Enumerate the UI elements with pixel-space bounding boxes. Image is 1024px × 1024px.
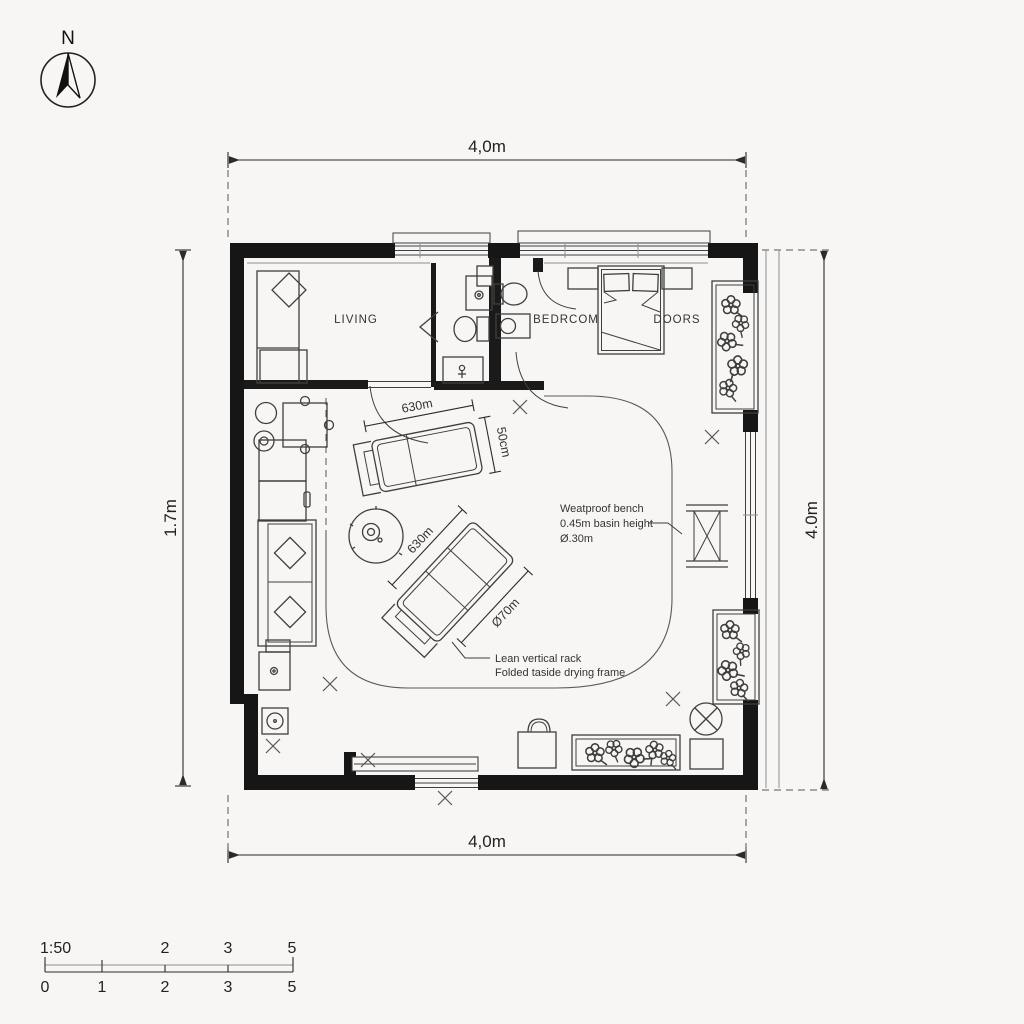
bench-leader-line [648,522,683,535]
scale-bottom-0: 0 [41,979,50,996]
lounger-2-armrest [381,603,438,659]
doors-label: DOORS [653,314,700,326]
dining-set [253,395,335,455]
top-window-right [517,230,711,258]
toilet2-tank [493,283,504,305]
sofa-pillow-2 [273,595,307,629]
pillow-right [632,272,659,293]
lounger-1: 630m 50cm [352,396,514,497]
shower-icon [458,364,466,372]
scale-bottom-2: 2 [161,979,170,996]
bottom-entrance-opening [415,778,478,788]
bench-annotation-line2: 0.45m basin height [560,518,653,530]
scale-bottom-5: 5 [288,979,297,996]
bench-annotation-line1: Weatproof bench [560,503,644,515]
rack-leader-line [451,641,490,659]
toilet-bowl [453,315,477,343]
washbasin-icon [499,317,517,335]
sofa-pillow-1 [273,536,307,570]
nightstand-right [661,267,693,290]
small-cabinet [258,651,291,691]
bedroom-door-arc [537,270,577,310]
outer-walls [230,243,758,790]
bench-annotation-line3: Ø.30m [560,533,593,545]
toilet-tank [476,316,490,342]
dimension-left: 1.7m [161,249,191,787]
round-table [348,506,404,564]
rack-annotation: Lean vertical rack Folded taside drying … [451,641,625,679]
dimension-bottom-label: 4,0m [468,832,506,851]
scale-top-2: 2 [161,940,170,957]
left-counters [258,439,311,522]
toilet2-bowl [500,282,528,306]
patio-outline [325,395,673,689]
bedroom: BEDRCOM DOORS [515,262,708,409]
bathroom-2 [493,282,531,339]
living-room: LIVING [256,265,494,384]
north-arrow: N [40,28,96,108]
left-sofa [257,519,317,653]
north-needle-dark [56,53,68,98]
north-needle-light [67,52,81,99]
lounger-1-width-label: 50cm [494,426,514,459]
dimension-bottom: 4,0m [227,795,747,863]
floor-drain [261,707,289,735]
dimension-right-label: 4.0m [802,501,821,539]
sofa-cushion-diamond [271,272,307,308]
bedroom-lower-door-arc [515,351,569,409]
scale-bottom-1: 1 [98,979,107,996]
faucet-icon [474,290,484,300]
chair-stool-2 [253,430,275,452]
dining-table [282,402,328,448]
living-room-label: LIVING [334,314,378,326]
square-stool [689,738,724,770]
site-edge-lines [765,250,780,788]
shower-tray [442,356,484,384]
bed [597,265,665,355]
sink-cabinet [465,275,493,311]
lounger-1-length-label: 630m [400,396,433,416]
dimension-top-label: 4,0m [468,137,506,156]
basket-bag [517,718,557,769]
living-door-arc [369,385,429,444]
chair-stool [254,401,278,425]
lounger-1-armrest [352,440,382,497]
inner-walls [244,258,544,390]
round-table-x [689,702,723,736]
dimension-right: 4.0m [762,249,832,791]
planter-right-bottom [712,609,760,705]
folding-door [418,311,439,343]
scale-ratio-label: 1:50 [40,940,71,957]
planter-right-top [711,280,759,414]
dimension-left-label: 1.7m [161,499,180,537]
lounger-2-length-label: 630m [404,524,436,556]
pillow-left [603,272,630,293]
top-window-left [392,232,491,258]
x-leg-bench [686,504,728,568]
scale-bar: 1:50 2 3 5 0 1 2 3 5 [40,940,297,996]
bottom-step-ledge [351,756,479,772]
table-plant-icon [361,522,381,542]
lounger-2-width-label: Ø70m [489,596,522,630]
bench-annotation: Weatproof bench 0.45m basin height Ø.30m [560,503,683,545]
scale-top-3: 3 [224,940,233,957]
rack-annotation-line1: Lean vertical rack [495,653,582,665]
bathroom-1 [418,275,493,384]
washbasin-cabinet [495,313,531,339]
planter-bottom [571,734,681,774]
nightstand-left [567,267,599,290]
scale-top-5: 5 [288,940,297,957]
dimension-top: 4,0m [227,137,747,238]
scale-bottom-3: 3 [224,979,233,996]
north-label: N [61,28,75,49]
rack-annotation-line2: Folded taside drying frame [495,667,625,679]
counter-handle [303,491,311,508]
right-window [743,432,758,598]
bedroom-label: BEDRCOM [533,314,599,326]
